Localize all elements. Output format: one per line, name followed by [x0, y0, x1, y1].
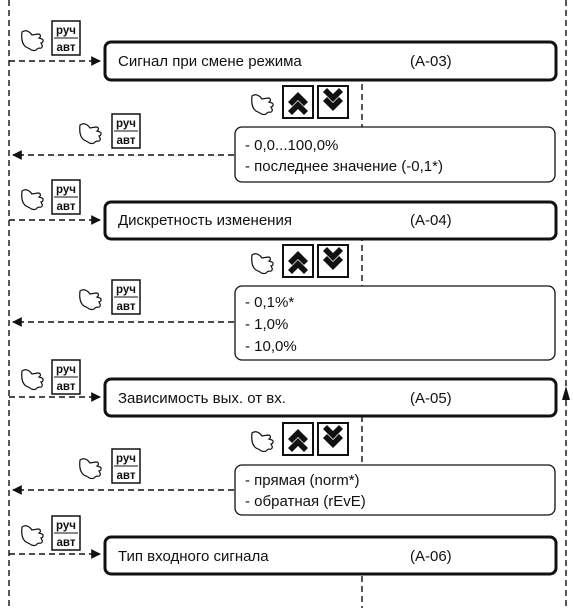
step-a04-title: Дискретность изменения	[118, 212, 292, 229]
step-a03-code: (А-03)	[410, 53, 452, 70]
option-item: - последнее значение (-0,1*)	[245, 158, 443, 175]
up-chevron-icon	[288, 429, 308, 452]
step-a03-options-box: - 0,0...100,0% - последнее значение (-0,…	[234, 126, 556, 183]
step-a06-entry: руч авт	[9, 515, 101, 559]
ruch-avt-button[interactable]: руч авт	[111, 279, 141, 315]
up-chevron-icon	[288, 92, 308, 115]
pointing-hand-icon	[251, 94, 274, 116]
step-a04-entry: руч авт	[9, 179, 101, 225]
step-a05-entry: руч авт	[9, 359, 101, 402]
step-a05-title: Зависимость вых. от вх.	[118, 390, 286, 407]
step-a05-title-box[interactable]: Зависимость вых. от вх. (А-05)	[103, 377, 558, 418]
step-a05-nav	[251, 422, 349, 456]
svg-text:руч: руч	[56, 25, 76, 37]
svg-text:руч: руч	[56, 520, 76, 532]
ruch-avt-button[interactable]: руч авт	[51, 20, 81, 56]
pointing-hand-icon	[251, 431, 274, 453]
svg-text:авт: авт	[117, 470, 136, 482]
svg-text:руч: руч	[56, 184, 76, 196]
option-item: - 10,0%	[245, 338, 297, 355]
down-chevron-icon	[323, 247, 343, 270]
option-item: - 0,1%*	[245, 294, 294, 311]
right-flow-arrow-icon	[562, 386, 570, 400]
step-a06-title: Тип входного сигнала	[118, 548, 269, 565]
step-a04-exit: руч авт	[12, 279, 234, 327]
ruch-avt-button[interactable]: руч авт	[51, 359, 81, 395]
up-button[interactable]	[282, 85, 314, 119]
pointing-hand-icon	[21, 30, 44, 52]
step-a03-title: Сигнал при смене режима	[118, 53, 302, 70]
pointing-hand-icon	[79, 123, 102, 145]
step-a06-title-box[interactable]: Тип входного сигнала (А-06)	[103, 535, 558, 576]
svg-text:авт: авт	[117, 135, 136, 147]
option-item: - обратная (rEvE)	[245, 493, 366, 510]
svg-text:авт: авт	[57, 42, 76, 54]
pointing-hand-icon	[79, 289, 102, 311]
step-a04-options-box: - 0,1%* - 1,0% - 10,0%	[234, 285, 556, 361]
ruch-avt-button[interactable]: руч авт	[111, 113, 141, 149]
step-a04-nav	[251, 244, 349, 278]
step-a05-code: (А-05)	[410, 390, 452, 407]
option-item: - 1,0%	[245, 316, 288, 333]
svg-text:авт: авт	[57, 201, 76, 213]
step-a05-options-box: - прямая (norm*) - обратная (rEvE)	[234, 464, 556, 516]
down-button[interactable]	[317, 85, 349, 119]
up-button[interactable]	[282, 244, 314, 278]
option-item: - 0,0...100,0%	[245, 137, 338, 154]
down-chevron-icon	[323, 425, 343, 448]
pointing-hand-icon	[251, 253, 274, 275]
step-a04-code: (А-04)	[410, 212, 452, 229]
up-chevron-icon	[288, 251, 308, 274]
down-button[interactable]	[317, 244, 349, 278]
svg-text:руч: руч	[116, 284, 136, 296]
svg-text:авт: авт	[117, 301, 136, 313]
pointing-hand-icon	[21, 525, 44, 547]
ruch-avt-button[interactable]: руч авт	[51, 515, 81, 551]
pointing-hand-icon	[21, 369, 44, 391]
pointing-hand-icon	[79, 458, 102, 480]
down-chevron-icon	[323, 88, 343, 111]
step-a06-code: (А-06)	[410, 548, 452, 565]
svg-text:руч: руч	[116, 453, 136, 465]
ruch-avt-button[interactable]: руч авт	[111, 448, 141, 484]
pointing-hand-icon	[21, 189, 44, 211]
ruch-avt-button[interactable]: руч авт	[51, 179, 81, 215]
step-a03-exit: руч авт	[12, 113, 234, 160]
svg-text:авт: авт	[57, 537, 76, 549]
step-a03-title-box[interactable]: Сигнал при смене режима (А-03)	[103, 40, 558, 82]
up-button[interactable]	[282, 422, 314, 456]
svg-text:авт: авт	[57, 381, 76, 393]
step-a03-nav	[251, 85, 349, 119]
down-button[interactable]	[317, 422, 349, 456]
step-a03-entry: руч авт	[9, 20, 101, 66]
step-a05-exit: руч авт	[12, 448, 234, 495]
svg-text:руч: руч	[116, 118, 136, 130]
svg-text:руч: руч	[56, 364, 76, 376]
option-item: - прямая (norm*)	[245, 472, 360, 489]
step-a04-title-box[interactable]: Дискретность изменения (А-04)	[103, 200, 558, 241]
